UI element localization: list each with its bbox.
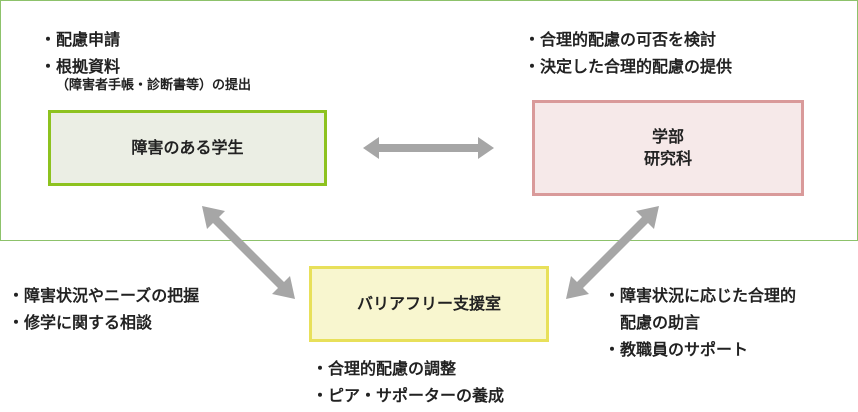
left-note-needs: ・障害状況やニーズの把握 — [8, 286, 200, 305]
right-note-advice: ・障害状況に応じた合理的 配慮の助言 — [604, 282, 796, 336]
right-notes: ・障害状況に応じた合理的 配慮の助言 ・教職員のサポート — [604, 282, 796, 363]
left-notes: ・障害状況やニーズの把握 ・修学に関する相談 — [8, 282, 199, 336]
student-office-double-arrow — [202, 206, 295, 299]
right-note-advice-line1: ・障害状況に応じた合理的 — [604, 286, 797, 305]
office-box-label: バリアフリー支援室 — [356, 294, 501, 313]
left-note-consultation: ・修学に関する相談 — [8, 313, 153, 332]
student-faculty-double-arrow — [363, 137, 494, 159]
bottom-note-peer-support: ・ピア・サポーターの養成 — [312, 386, 505, 405]
student-note-evidence-detail: （障害者手帳・診断書等）の提出 — [56, 78, 252, 93]
student-note-evidence: ・根拠資料 （障害者手帳・診断書等）の提出 — [40, 56, 251, 93]
student-box: 障害のある学生 — [48, 110, 327, 186]
student-note-evidence-label: ・根拠資料 — [40, 57, 121, 76]
student-notes: ・配慮申請 ・根拠資料 （障害者手帳・診断書等）の提出 — [40, 26, 251, 93]
bottom-note-coordination: ・合理的配慮の調整 — [312, 359, 457, 378]
faculty-box-line1: 学部 — [651, 127, 684, 146]
faculty-office-double-arrow — [566, 206, 659, 299]
student-box-label: 障害のある学生 — [131, 138, 244, 157]
bottom-notes: ・合理的配慮の調整 ・ピア・サポーターの養成 — [312, 355, 504, 409]
faculty-note-provide: ・決定した合理的配慮の提供 — [524, 57, 733, 76]
faculty-box: 学部 研究科 — [532, 100, 804, 196]
right-note-advice-line2: 配慮の助言 — [620, 313, 701, 332]
office-box: バリアフリー支援室 — [309, 266, 549, 342]
faculty-notes: ・合理的配慮の可否を検討 ・決定した合理的配慮の提供 — [524, 26, 732, 80]
faculty-note-review: ・合理的配慮の可否を検討 — [524, 30, 717, 49]
student-note-application: ・配慮申請 — [40, 30, 121, 49]
right-note-staff-support: ・教職員のサポート — [604, 340, 749, 359]
faculty-box-line2: 研究科 — [643, 149, 692, 168]
